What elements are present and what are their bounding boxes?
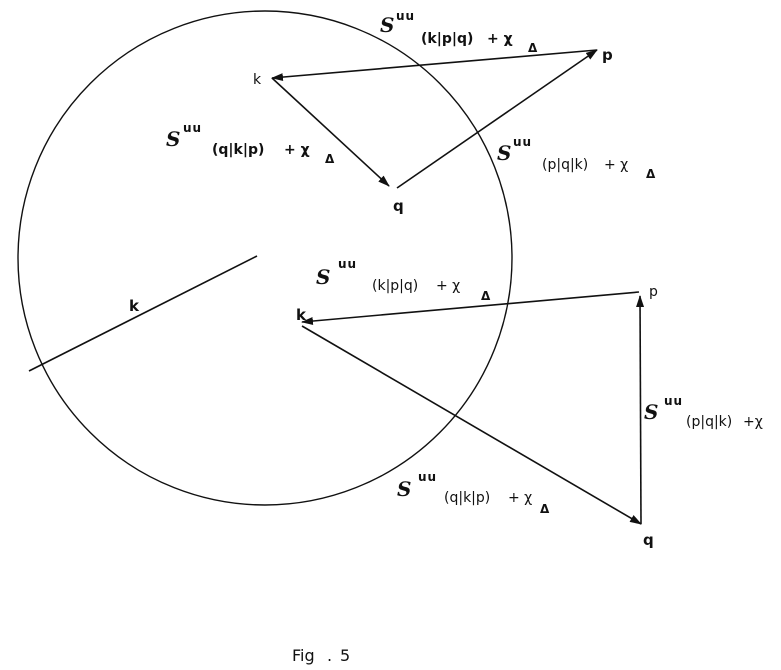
top-arrow-k-to-q [271, 77, 390, 187]
svg-text:uu: uu [664, 394, 683, 408]
svg-text:Δ: Δ [528, 41, 538, 55]
svg-text:Δ: Δ [646, 167, 656, 181]
top-equation-qkp: S uu (q|k|p) + χ Δ [166, 121, 335, 166]
svg-text:uu: uu [418, 470, 437, 484]
svg-text:uu: uu [396, 9, 415, 23]
figure-caption: Fig . 5 [292, 646, 350, 665]
svg-text:(k|p|q): (k|p|q) [421, 31, 473, 47]
bottom-arrow-k-to-q [301, 325, 642, 525]
svg-text:Fig: Fig [292, 646, 315, 665]
top-arrow-q-to-p [396, 49, 598, 189]
top-equation-pqk: S uu (p|q|k) + χ Δ [497, 135, 656, 181]
bottom-equation-qkp: S uu (q|k|p) + χ Δ [397, 470, 550, 516]
svg-text:+ χ: + χ [487, 31, 513, 47]
bottom-equation-kpq: S uu (k|p|q) + χ Δ [316, 257, 491, 303]
svg-text:S: S [316, 265, 330, 289]
svg-text:(k|p|q): (k|p|q) [372, 278, 418, 294]
radius-k-line [28, 255, 258, 372]
svg-text:+ χ: + χ [508, 490, 532, 506]
svg-text:S: S [380, 13, 394, 37]
bottom-node-k: k [296, 306, 307, 324]
bottom-arrow-q-to-p [636, 295, 645, 525]
top-node-p: p [602, 46, 613, 64]
svg-text:+χ: +χ [743, 414, 763, 430]
svg-text:Δ: Δ [540, 502, 550, 516]
svg-text:.: . [327, 646, 332, 665]
radius-k-label: k [129, 297, 140, 315]
svg-text:+ χ: + χ [604, 157, 628, 173]
bottom-node-q: q [643, 531, 654, 549]
svg-text:(q|k|p): (q|k|p) [212, 142, 264, 158]
svg-text:Δ: Δ [325, 152, 335, 166]
svg-text:S: S [166, 127, 180, 151]
top-equation-kpq: S uu (k|p|q) + χ Δ [380, 9, 538, 55]
top-node-q: q [393, 197, 404, 215]
svg-text:5: 5 [340, 646, 350, 665]
svg-text:(p|q|k): (p|q|k) [686, 414, 732, 430]
bottom-arrow-p-to-k [301, 291, 640, 326]
svg-text:uu: uu [513, 135, 532, 149]
svg-text:S: S [397, 477, 411, 501]
top-node-k: k [253, 72, 262, 88]
svg-text:(q|k|p): (q|k|p) [444, 490, 490, 506]
svg-text:+ χ: + χ [284, 142, 310, 158]
svg-text:Δ: Δ [481, 289, 491, 303]
bottom-equation-pqk: S uu (p|q|k) +χ [644, 394, 763, 430]
svg-text:uu: uu [183, 121, 202, 135]
svg-text:S: S [497, 141, 511, 165]
wavenumber-circle [17, 10, 513, 506]
svg-text:(p|q|k): (p|q|k) [542, 157, 588, 173]
top-arrow-p-to-k [271, 49, 598, 82]
svg-text:uu: uu [338, 257, 357, 271]
svg-text:+ χ: + χ [436, 278, 460, 294]
bottom-node-p: p [649, 284, 658, 300]
svg-text:S: S [644, 400, 658, 424]
